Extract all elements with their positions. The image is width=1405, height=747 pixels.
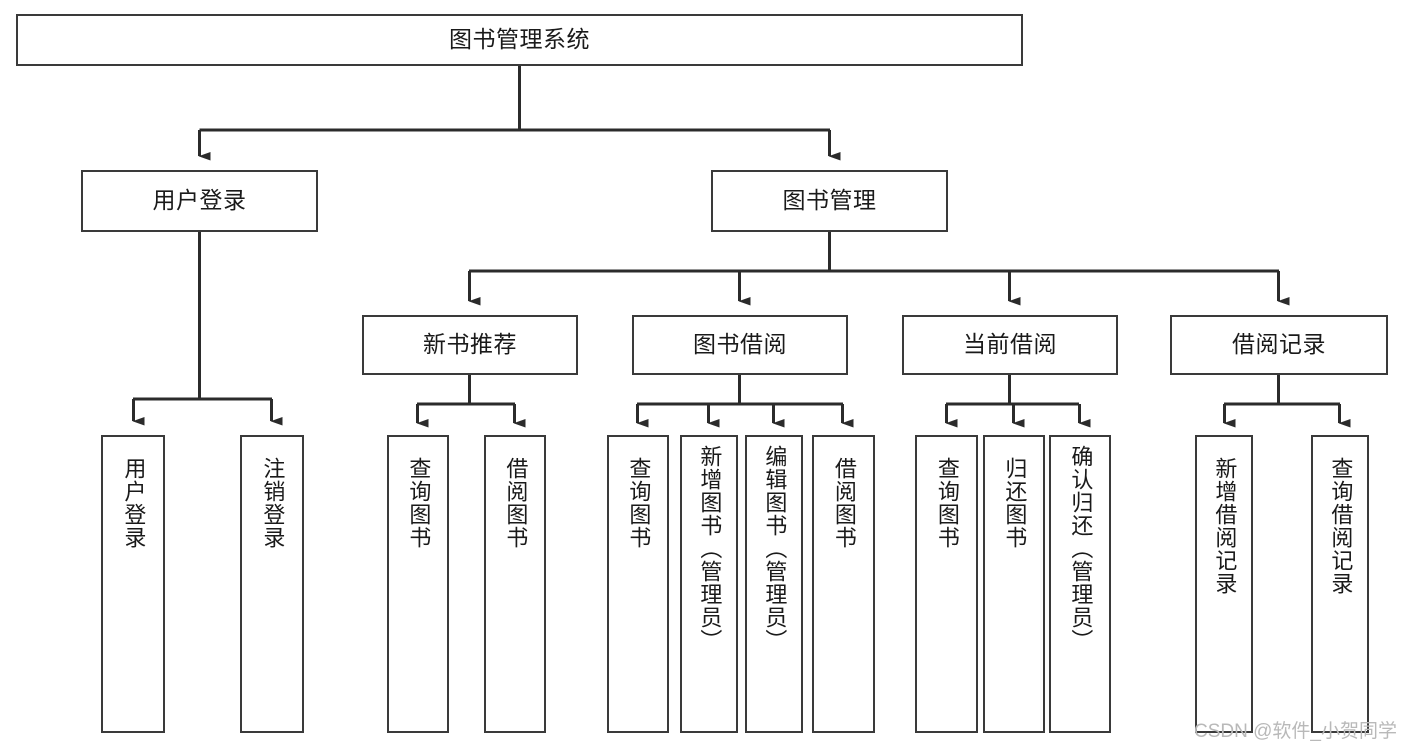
leaf-label: 借阅图书: [831, 457, 857, 549]
leaf-node[interactable]: 编辑图书（管理员）: [745, 435, 803, 733]
node-book-manage[interactable]: 图书管理: [711, 170, 948, 232]
node-root-system[interactable]: 图书管理系统: [16, 14, 1023, 66]
node-current-borrow[interactable]: 当前借阅: [902, 315, 1118, 375]
leaf-label: 新增借阅记录: [1212, 457, 1238, 595]
leaf-label: 用户登录: [121, 457, 147, 549]
node-label: 新书推荐: [423, 331, 517, 358]
leaf-node[interactable]: 查询图书: [387, 435, 449, 733]
leaf-label: 借阅图书: [503, 457, 529, 549]
leaf-node[interactable]: 借阅图书: [484, 435, 546, 733]
leaf-node[interactable]: 新增借阅记录: [1195, 435, 1253, 733]
node-label: 图书管理: [782, 187, 877, 214]
leaf-node[interactable]: 借阅图书: [812, 435, 875, 733]
node-label: 用户登录: [152, 187, 247, 214]
node-new-book-recommendation[interactable]: 新书推荐: [362, 315, 578, 375]
node-user-login[interactable]: 用户登录: [81, 170, 318, 232]
leaf-label: 确认归还（管理员）: [1068, 445, 1094, 652]
leaf-label: 查询图书: [406, 457, 432, 549]
leaf-node[interactable]: 查询图书: [915, 435, 978, 733]
node-label: 借阅记录: [1232, 331, 1326, 358]
node-borrow-record[interactable]: 借阅记录: [1170, 315, 1388, 375]
leaf-label: 查询借阅记录: [1328, 457, 1354, 595]
leaf-label: 编辑图书（管理员）: [762, 445, 788, 652]
leaf-node[interactable]: 新增图书（管理员）: [680, 435, 738, 733]
leaf-label: 查询图书: [934, 457, 960, 549]
leaf-node[interactable]: 确认归还（管理员）: [1049, 435, 1111, 733]
leaf-node[interactable]: 查询图书: [607, 435, 669, 733]
leaf-label: 注销登录: [260, 457, 286, 549]
leaf-node[interactable]: 用户登录: [101, 435, 165, 733]
leaf-label: 新增图书（管理员）: [697, 445, 723, 652]
node-label: 图书借阅: [693, 331, 787, 358]
node-label: 当前借阅: [963, 331, 1057, 358]
leaf-label: 归还图书: [1002, 457, 1028, 549]
leaf-node[interactable]: 注销登录: [240, 435, 304, 733]
leaf-node[interactable]: 归还图书: [983, 435, 1045, 733]
node-book-borrow[interactable]: 图书借阅: [632, 315, 848, 375]
leaf-node[interactable]: 查询借阅记录: [1311, 435, 1369, 733]
node-label: 图书管理系统: [449, 26, 590, 53]
leaf-label: 查询图书: [626, 457, 652, 549]
